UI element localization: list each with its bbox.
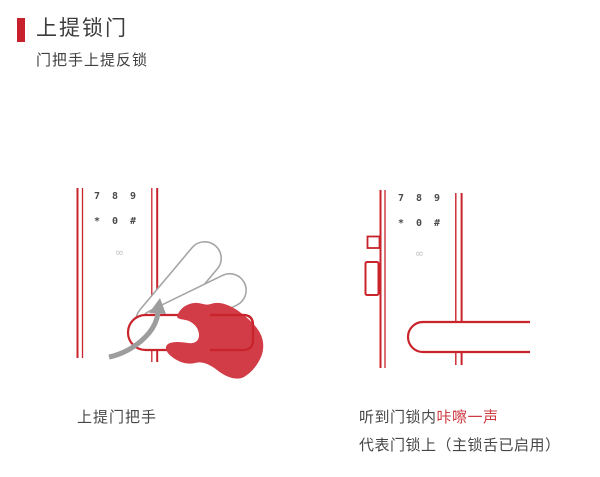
key-0: 0: [112, 216, 118, 227]
key-7: 7: [94, 191, 100, 202]
figure-lift-handle: 7 8 9 * 0 # ∞: [76, 188, 264, 379]
page-subtitle: 门把手上提反锁: [36, 52, 149, 69]
latch-bolt: [366, 235, 381, 249]
hand-icon: [165, 302, 264, 379]
handle-outline-overlay: [210, 313, 255, 352]
key-8: 8: [416, 193, 422, 204]
keypad: 7 8 9 * 0 #: [94, 191, 136, 227]
main-deadbolt: [364, 261, 380, 296]
key-hash: #: [434, 218, 440, 229]
door-edge-lines: [76, 188, 84, 358]
figure-locked-state: 7 8 9 * 0 # ∞: [364, 190, 530, 368]
right-figure-caption: 听到门锁内咔嚓一声 代表门锁上（主锁舌已启用）: [359, 404, 561, 460]
key-7: 7: [398, 193, 404, 204]
title-accent-bar: [17, 18, 25, 42]
right-caption-line1: 听到门锁内咔嚓一声: [359, 404, 561, 432]
right-caption-line1-dark: 听到门锁内: [359, 409, 437, 426]
sensor-icon: ∞: [415, 247, 424, 260]
key-star: *: [398, 218, 404, 229]
left-figure-caption: 上提门把手: [77, 409, 158, 426]
page-title: 上提锁门: [36, 17, 128, 40]
door-handle: [406, 320, 530, 354]
sensor-icon: ∞: [115, 246, 124, 259]
key-8: 8: [112, 191, 118, 202]
lift-arrow-icon: [108, 298, 166, 360]
key-hash: #: [130, 216, 136, 227]
key-9: 9: [434, 193, 440, 204]
key-0: 0: [416, 218, 422, 229]
right-caption-line2: 代表门锁上（主锁舌已启用）: [359, 437, 561, 454]
keypad: 7 8 9 * 0 #: [398, 193, 440, 229]
right-caption-line1-red: 咔嚓一声: [436, 409, 499, 426]
key-9: 9: [130, 191, 136, 202]
key-star: *: [94, 216, 100, 227]
door-edge-lines: [379, 190, 386, 368]
